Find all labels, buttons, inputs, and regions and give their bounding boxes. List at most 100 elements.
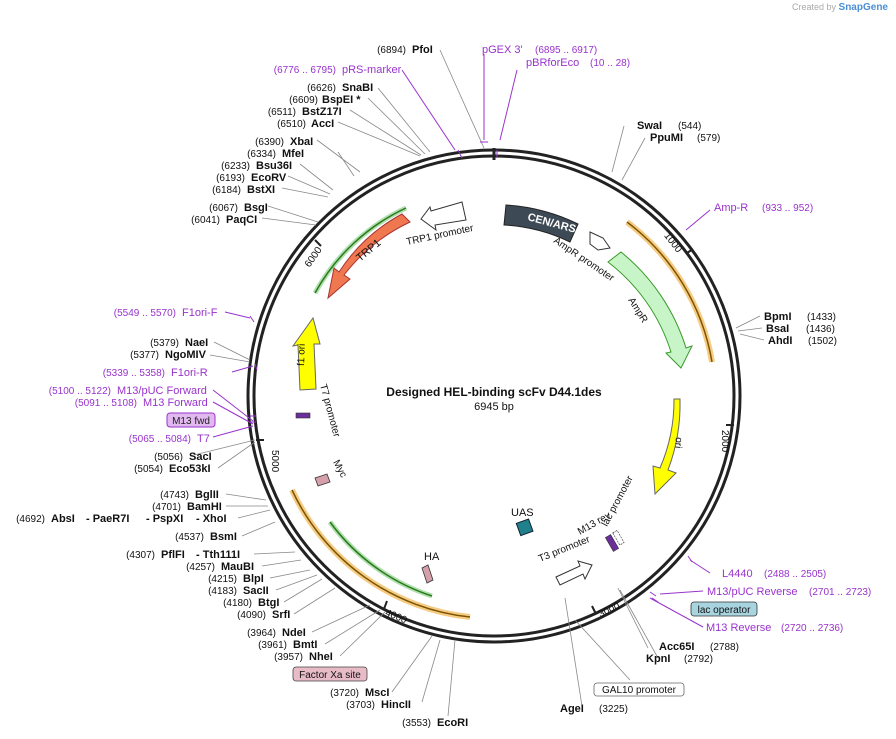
enzyme-pos-ngomiv: (5377): [130, 350, 159, 361]
trp1-promoter-label: TRP1 promoter: [405, 223, 475, 248]
enzyme-pos-ecori: (3553): [402, 718, 431, 729]
enzyme-tth111i: - Tth111I: [196, 549, 240, 561]
factor-xa-box[interactable]: Factor Xa site: [292, 666, 368, 682]
ha-feature: [421, 564, 434, 584]
enzyme-pos-bsmi: (4537): [175, 532, 204, 543]
enzyme-pos-srfi: (4090): [237, 610, 266, 621]
uas-feature: [515, 518, 534, 537]
enzyme-bstxi: BstXI: [247, 184, 275, 196]
green-line-upper: [314, 207, 407, 294]
enzyme-ndei: NdeI: [282, 627, 306, 639]
enzyme-pos-swai: (544): [678, 121, 701, 132]
primer-prs-marker: pRS-marker: [342, 64, 402, 76]
lac-promoter-mark: [612, 530, 625, 546]
lac-operator-box[interactable]: lac operator: [690, 601, 758, 617]
enzyme-pos-acci: (6510): [277, 119, 306, 130]
gal10-promoter-box[interactable]: GAL10 promoter: [593, 682, 685, 697]
enzyme-pos-ahdi: (1502): [808, 336, 837, 347]
tick-5000: 5000: [269, 450, 280, 473]
map-title: Designed HEL-binding scFv D44.1des: [386, 385, 602, 399]
enzyme-pos-absi: (4692): [16, 514, 45, 525]
enzyme-pos-bmti: (3961): [258, 640, 287, 651]
primer-m13-forward: M13 Forward: [143, 397, 208, 409]
trp1-promoter-feature: [420, 201, 467, 232]
primer-f1ori-r: F1ori-R: [171, 367, 208, 379]
ampr-promoter-feature: [589, 231, 611, 251]
enzyme-paer7i: - PaeR7I: [86, 513, 129, 525]
enzyme-hincii: HincII: [381, 699, 411, 711]
enzyme-pos-nhei: (3957): [274, 652, 303, 663]
enzyme-bpmi: BpmI: [764, 311, 792, 323]
enzyme-pos-maubi: (4257): [186, 562, 215, 573]
enzyme-pos-bpmi: (1433): [807, 312, 836, 323]
uas-label: UAS: [511, 507, 534, 519]
enzyme-pos-eco53ki: (5054): [134, 464, 163, 475]
f1-ori-label: f1 ori: [296, 343, 308, 366]
enzyme-pos-hincii: (3703): [346, 700, 375, 711]
enzyme-pos-bsgi: (6067): [209, 203, 238, 214]
enzyme-bsu36i: Bsu36I: [256, 160, 292, 172]
enzyme-ppumi: PpuMI: [650, 132, 683, 144]
primer-pgex3: pGEX 3': [482, 44, 523, 56]
snapgene-logo: SnapGene: [838, 2, 888, 13]
enzyme-swai: SwaI: [637, 120, 662, 132]
enzyme-srfi: SrfI: [272, 609, 290, 621]
primer-pos-m13-reverse: (2720 .. 2736): [781, 623, 843, 634]
enzyme-pos-paqci: (6041): [191, 215, 220, 226]
enzyme-pos-sacii: (4183): [208, 586, 237, 597]
enzyme-pos-bsu36i: (6233): [221, 161, 250, 172]
factor-xa-label: Factor Xa site: [299, 670, 361, 681]
enzyme-paqci: PaqCI: [226, 214, 257, 226]
created-by-text: Created by: [791, 2, 837, 12]
enzyme-snabi: SnaBI: [342, 82, 373, 94]
enzyme-pos-acc65i: (2788): [710, 642, 739, 653]
enzyme-pos-ecorv: (6193): [216, 173, 245, 184]
ampr-feature: [607, 251, 693, 369]
tick-2000: 2000: [719, 430, 730, 453]
enzyme-acc65i: Acc65I: [659, 641, 694, 653]
enzyme-ecori: EcoRI: [437, 717, 468, 729]
enzyme-pfoi: PfoI: [412, 44, 433, 56]
enzyme-pos-blpi: (4215): [208, 574, 237, 585]
enzyme-bstz17i: BstZ17I: [302, 106, 342, 118]
enzyme-mfei: MfeI: [282, 148, 304, 160]
m13-fwd-box[interactable]: M13 fwd: [166, 412, 216, 428]
myc-label: Myc: [330, 458, 348, 479]
primer-amp-r: Amp-R: [714, 202, 748, 214]
lac-operator-label: lac operator: [698, 605, 751, 616]
f1-ori-feature: [291, 316, 321, 391]
enzyme-pos-xbai: (6390): [255, 137, 284, 148]
lac-operator-mark: [604, 534, 620, 552]
enzyme-xbai: XbaI: [290, 136, 313, 148]
primer-m13puc-forward: M13/pUC Forward: [117, 385, 207, 397]
cen-ars-feature: [503, 204, 579, 243]
primer-pos-pbrforeco: (10 .. 28): [590, 58, 630, 69]
primer-pos-m13-forward: (5091 .. 5108): [75, 398, 137, 409]
primer-pos-f1ori-f: (5549 .. 5570): [114, 308, 176, 319]
enzyme-bsmi: BsmI: [210, 531, 237, 543]
enzyme-ecorv: EcoRV: [251, 172, 287, 184]
primer-pos-prs-marker: (6776 .. 6795): [274, 65, 336, 76]
enzyme-acci: AccI: [311, 118, 334, 130]
ha-label: HA: [424, 551, 440, 563]
enzyme-kpni: KpnI: [646, 653, 670, 665]
enzyme-xhoi: - XhoI: [196, 513, 227, 525]
amp-r-arc: [626, 221, 713, 363]
enzyme-msci: MscI: [365, 687, 389, 699]
enzyme-btgi: BtgI: [258, 597, 279, 609]
enzyme-ngomiv: NgoMIV: [165, 349, 207, 361]
enzyme-bspei: BspEI *: [322, 94, 361, 106]
m13-fwd-label: M13 fwd: [172, 416, 210, 427]
snapgene-brand: Created by SnapGene: [792, 2, 888, 13]
enzyme-pos-saci: (5056): [154, 452, 183, 463]
enzyme-blpi: BlpI: [243, 573, 264, 585]
trp1-feature: [327, 213, 411, 300]
enzyme-saci: SacI: [189, 451, 212, 463]
t7-promoter-label: T7 promoter: [317, 383, 342, 439]
enzyme-absi: AbsI: [51, 513, 75, 525]
primer-pbrforeco: pBRforEco: [526, 57, 579, 69]
primer-pos-amp-r: (933 .. 952): [762, 203, 813, 214]
enzyme-pos-pflfi: (4307): [126, 550, 155, 561]
enzyme-ahdi: AhdI: [768, 335, 792, 347]
